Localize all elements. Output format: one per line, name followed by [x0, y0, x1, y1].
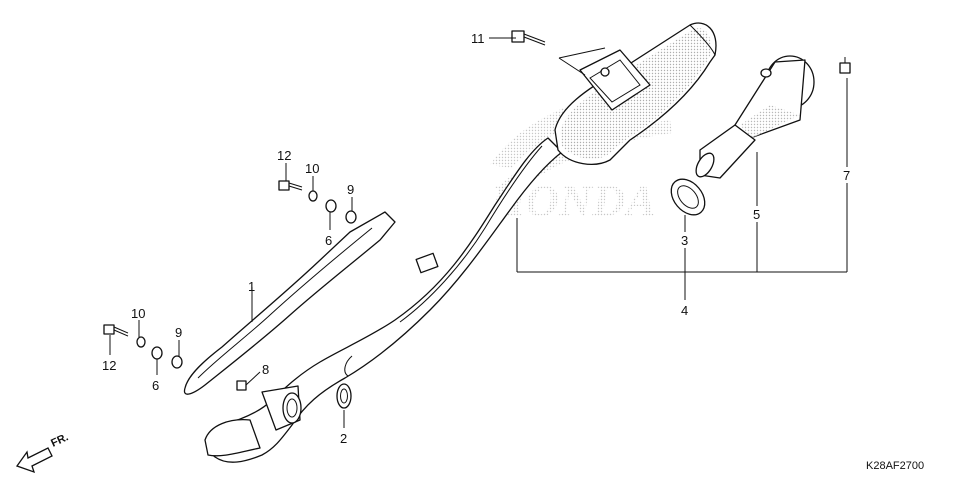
leader-lines	[109, 37, 848, 428]
callout-numbers: 11 1 2 3 4 5 7 8 12 10 9 6 10 9 12 6	[102, 31, 850, 446]
callout-6-upper: 6	[325, 233, 332, 248]
gasket-3	[670, 178, 706, 216]
collar-6-lower	[151, 346, 163, 360]
callout-9-upper: 9	[347, 182, 354, 197]
callout-10-lower: 10	[131, 306, 145, 321]
callout-3: 3	[681, 233, 688, 248]
nut-8	[236, 380, 247, 391]
washer-10-lower	[136, 336, 146, 348]
callout-2: 2	[340, 431, 347, 446]
callout-4: 4	[681, 303, 688, 318]
hardware	[103, 30, 851, 391]
diagram-code: K28AF2700	[866, 460, 924, 472]
callout-10-upper: 10	[305, 161, 319, 176]
front-arrow-icon	[15, 447, 53, 474]
spark-arrester	[695, 55, 815, 179]
callout-9-lower: 9	[175, 325, 182, 340]
front-marker-label: FR.	[49, 431, 70, 449]
collar-6-upper	[325, 199, 337, 213]
callout-1: 1	[248, 279, 255, 294]
gasket-2	[336, 383, 352, 409]
bolt-11	[511, 30, 546, 46]
callout-11: 11	[471, 31, 485, 46]
callout-12-lower: 12	[102, 358, 116, 373]
exhaust-pipe	[204, 137, 563, 463]
bolt-7	[839, 57, 851, 74]
heat-protector	[183, 211, 396, 395]
nut-9-upper	[345, 210, 357, 224]
callout-5: 5	[753, 207, 760, 222]
front-direction-marker: FR.	[15, 431, 70, 474]
callout-6-lower: 6	[152, 378, 159, 393]
bolt-12-lower	[103, 324, 129, 337]
nut-9-lower	[171, 355, 183, 369]
washer-10-upper	[308, 190, 318, 202]
bolt-12-upper	[278, 180, 303, 191]
muffler-body	[554, 22, 717, 165]
callout-7: 7	[843, 168, 850, 183]
callout-8: 8	[262, 362, 269, 377]
callout-12-upper: 12	[277, 148, 291, 163]
